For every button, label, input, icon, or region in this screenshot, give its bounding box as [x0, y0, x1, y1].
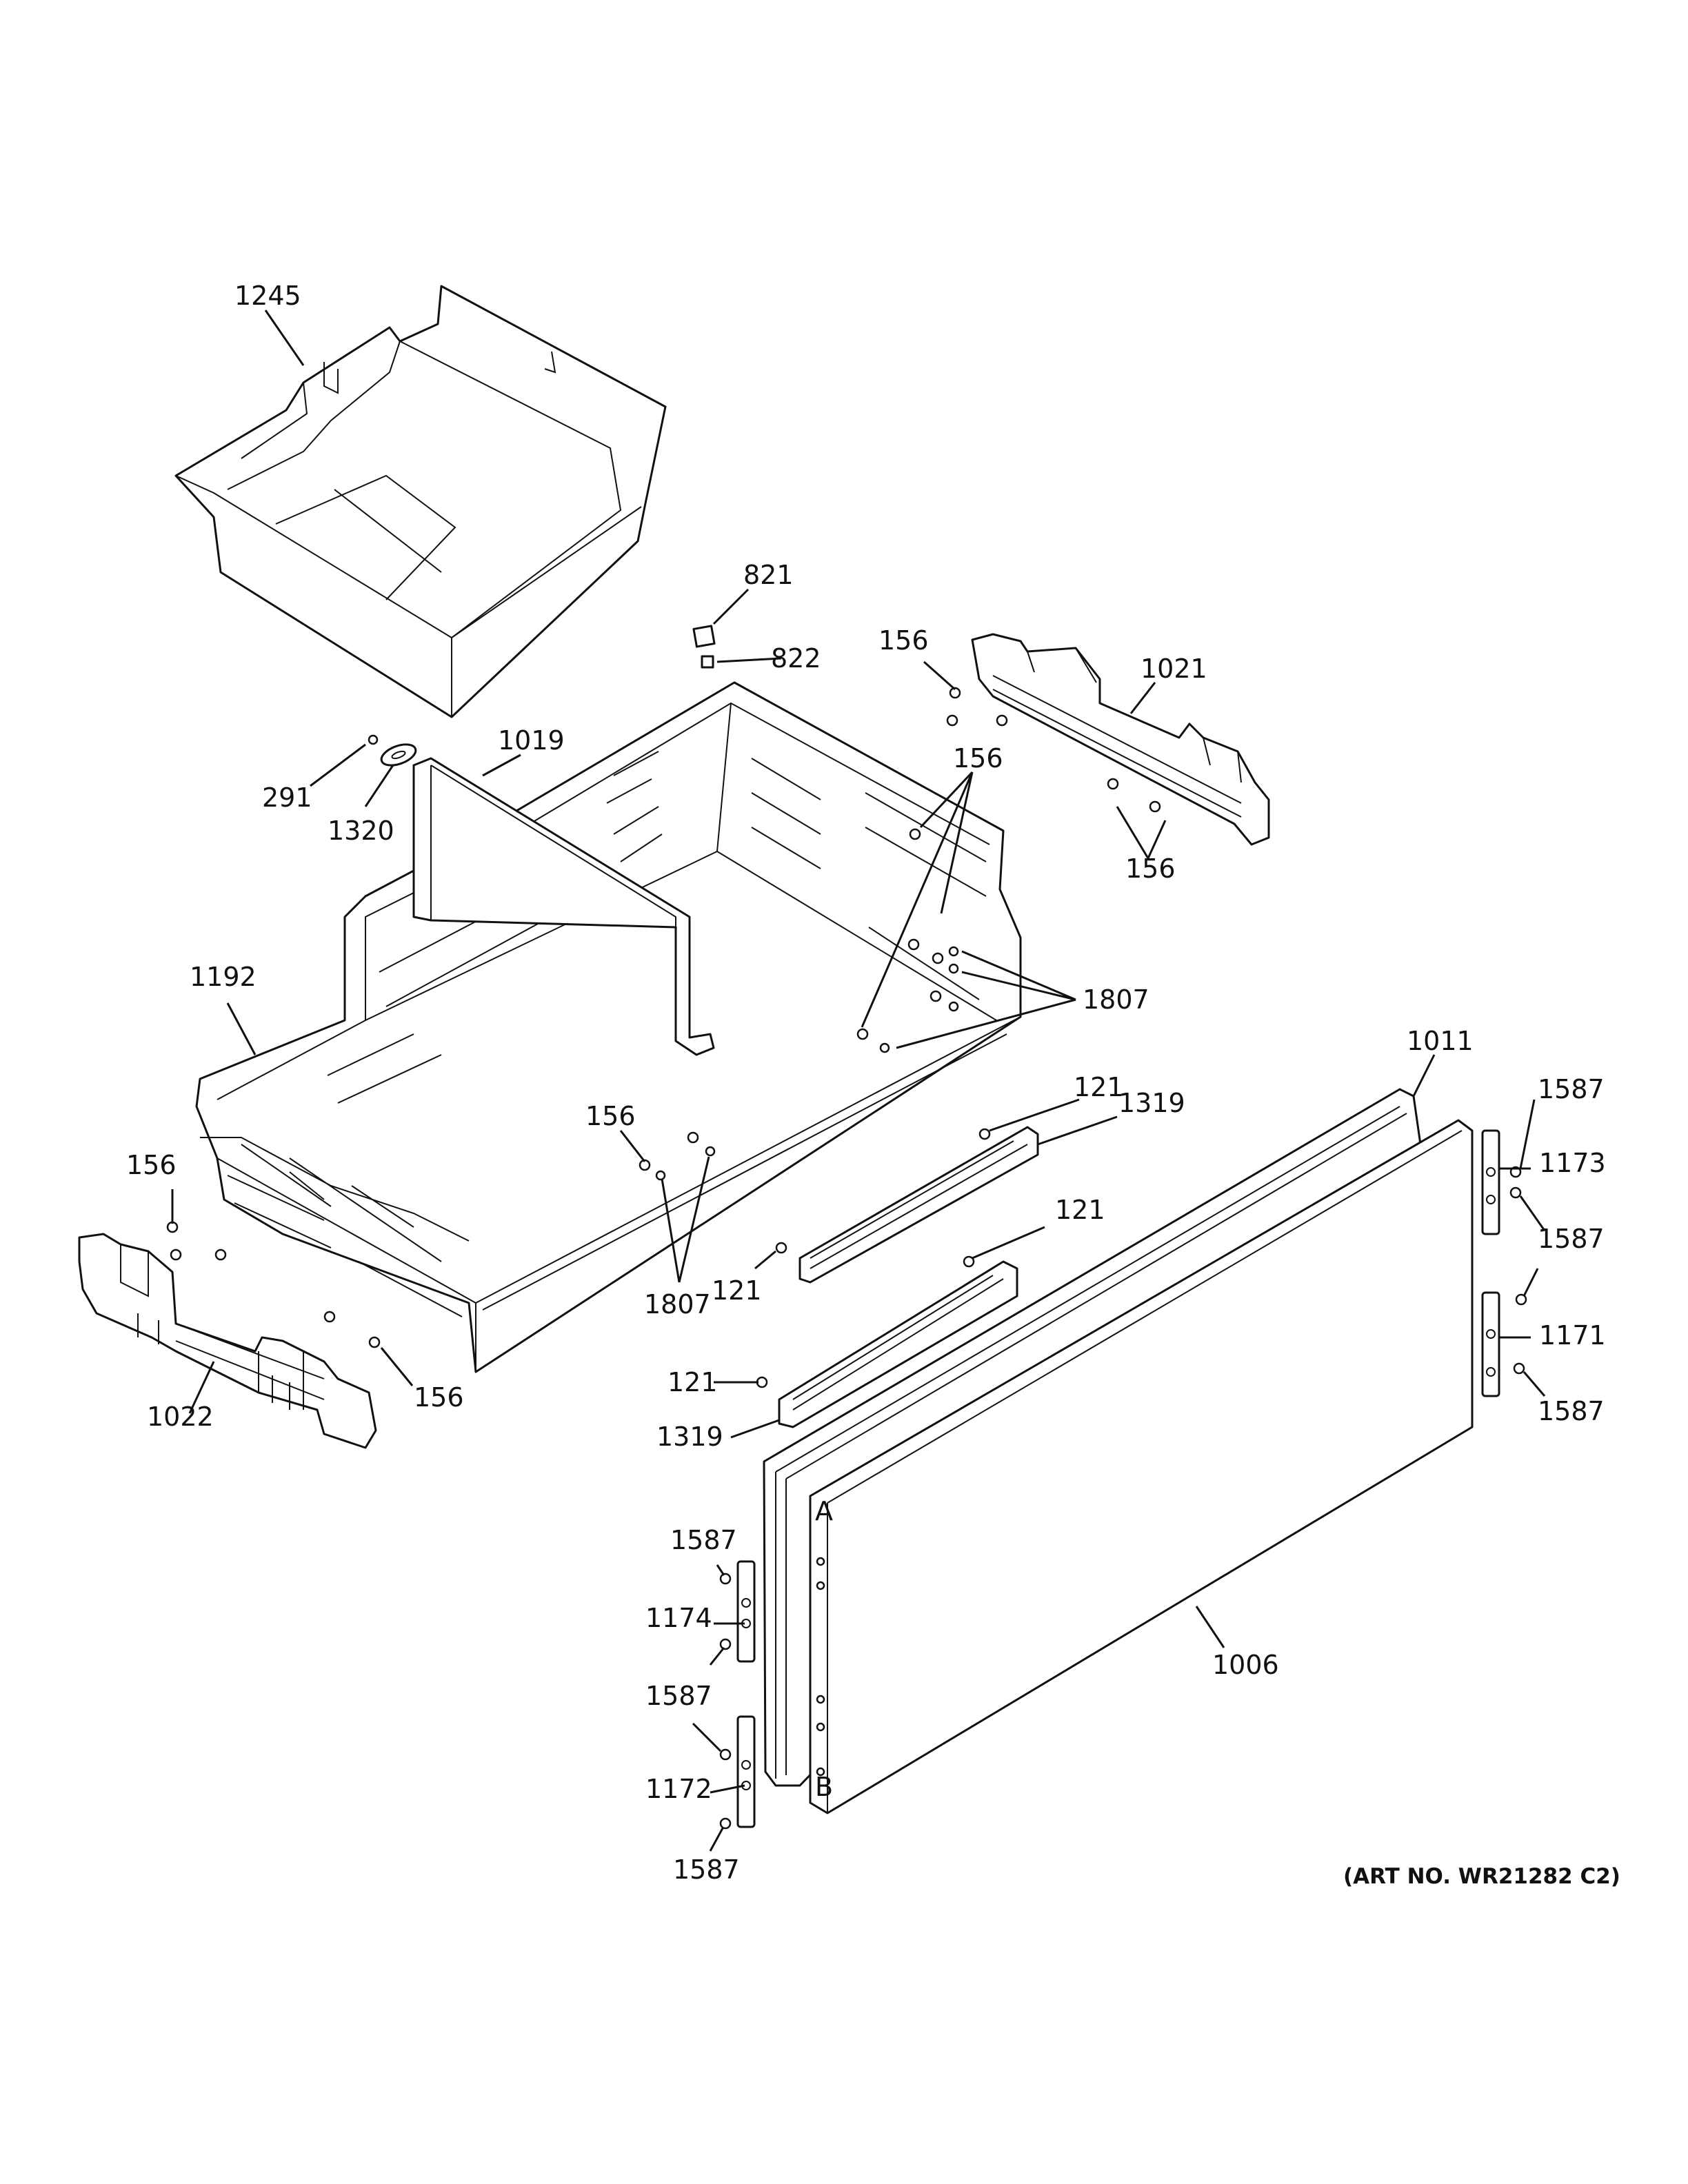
panel-mark-b: B: [815, 1772, 833, 1802]
callout-labels: 1245 821 822 156 1021 156 156 1019 291 1…: [126, 281, 1620, 1889]
callout-1587-r1: 1587: [1538, 1074, 1605, 1104]
part-1319-slide-upper: [798, 1126, 1039, 1284]
panel-mark-a: A: [815, 1496, 833, 1526]
callout-1172: 1172: [645, 1774, 712, 1804]
part-1006-door-panel: A B: [809, 1119, 1474, 1814]
callout-156-center: 156: [585, 1101, 636, 1131]
part-821-clip: [692, 625, 716, 648]
art-number: (ART NO. WR21282 C2): [1343, 1864, 1620, 1889]
callout-1245: 1245: [234, 281, 301, 311]
part-1022-left-rail: [78, 1233, 377, 1449]
part-1173-bracket: [1481, 1129, 1500, 1235]
callout-1171: 1171: [1539, 1320, 1606, 1351]
callout-156-bottom: 156: [414, 1382, 464, 1413]
part-1021-right-rail: [971, 633, 1270, 846]
part-1174-bracket: [736, 1560, 756, 1663]
callout-822: 822: [771, 643, 821, 674]
callout-156-mid: 156: [953, 743, 1003, 774]
callout-1807-center: 1807: [644, 1289, 711, 1320]
callout-1320: 1320: [328, 816, 394, 846]
callout-121-a: 121: [1074, 1072, 1124, 1102]
callout-121-c: 121: [712, 1275, 762, 1306]
callout-121-d: 121: [667, 1367, 718, 1397]
part-1245-upper-bin: [174, 285, 667, 718]
callout-1174: 1174: [645, 1603, 712, 1633]
part-1171-bracket: [1481, 1291, 1500, 1397]
callout-1807-right: 1807: [1083, 984, 1149, 1015]
callout-1021: 1021: [1141, 654, 1207, 684]
callout-1022: 1022: [147, 1402, 214, 1432]
callout-1011: 1011: [1407, 1026, 1474, 1056]
callout-1019: 1019: [498, 725, 565, 756]
callout-1587-r2: 1587: [1538, 1224, 1605, 1254]
callout-291: 291: [262, 782, 312, 813]
callout-821: 821: [743, 560, 794, 590]
callout-1319-b: 1319: [656, 1422, 723, 1452]
part-822-clip: [701, 655, 714, 669]
part-291-screw: [368, 734, 379, 745]
part-1019-divider: [412, 757, 715, 1056]
callout-1319-a: 1319: [1118, 1088, 1185, 1118]
part-1192-basket: [195, 681, 1022, 1373]
part-1172-bracket: [736, 1715, 756, 1828]
callout-1006: 1006: [1212, 1650, 1279, 1680]
part-1320-washer: [380, 743, 417, 767]
part-1319-slide-lower: [778, 1260, 1018, 1428]
callout-156-right: 156: [1125, 853, 1176, 884]
callout-156-left: 156: [126, 1150, 177, 1180]
callout-1587-r3: 1587: [1538, 1396, 1605, 1426]
callout-1587-l3: 1587: [673, 1854, 740, 1885]
callout-121-b: 121: [1055, 1195, 1105, 1225]
callout-1173: 1173: [1539, 1148, 1606, 1178]
callout-1192: 1192: [190, 962, 257, 992]
screw-group: [166, 687, 1527, 1830]
callout-1587-l1: 1587: [670, 1525, 737, 1555]
callout-1587-l2: 1587: [645, 1681, 712, 1711]
leader-lines: [171, 310, 1546, 1852]
callout-156-top: 156: [878, 625, 929, 656]
